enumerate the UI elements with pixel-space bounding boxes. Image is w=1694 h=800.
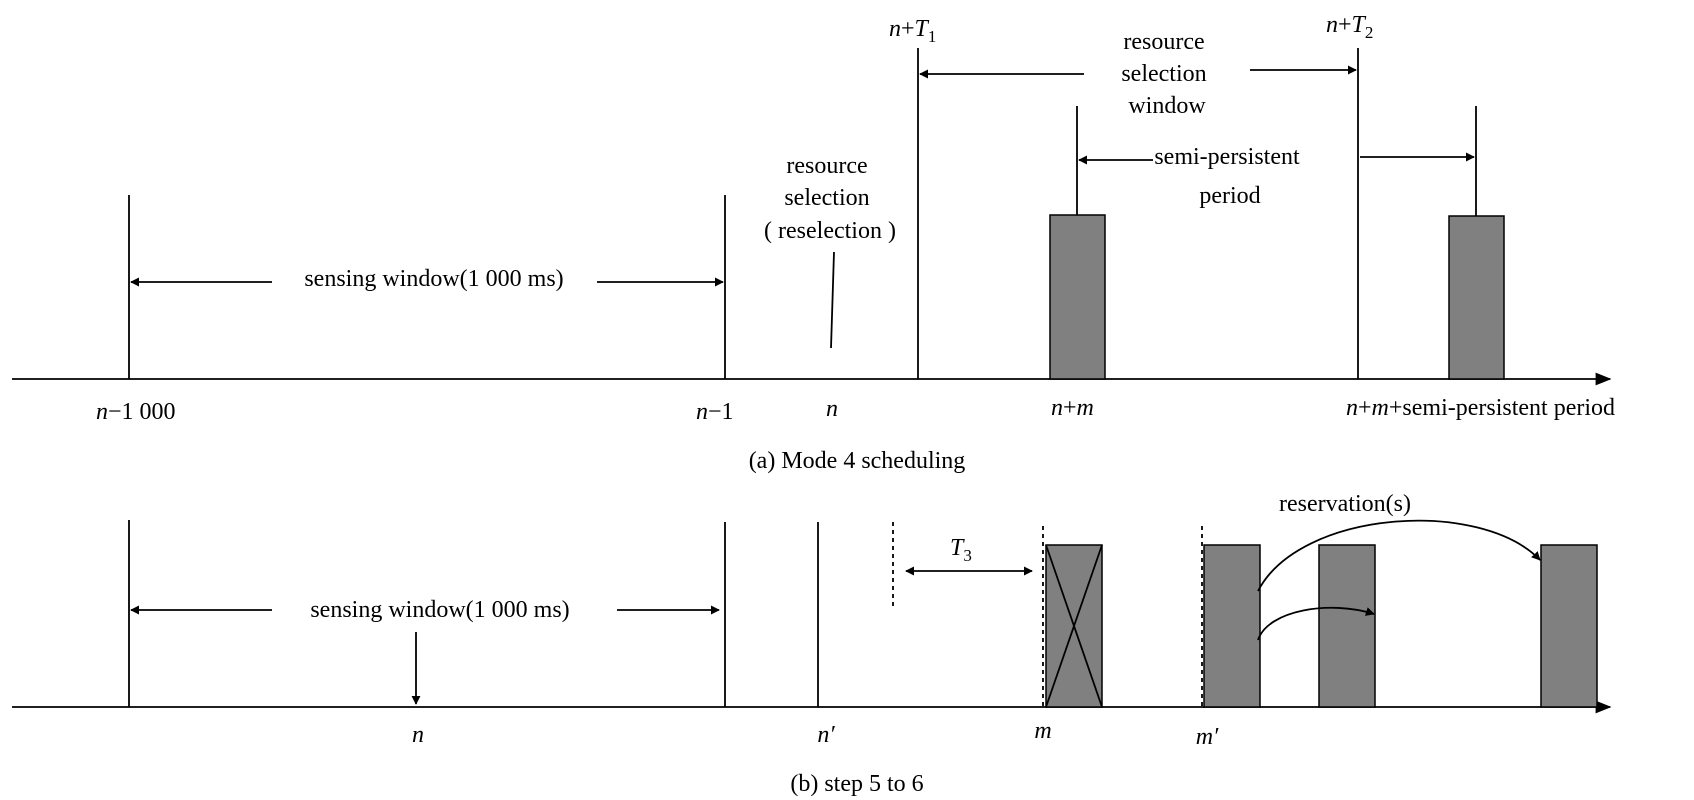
panel-b-tick-m-prime: m′: [1196, 724, 1219, 750]
panel-b-tick-m: m: [1034, 718, 1051, 744]
panel-b-excluded-x2: [1045, 544, 1103, 708]
nT2-var: n: [1326, 12, 1338, 38]
T3-sub: 3: [963, 546, 972, 565]
panel-b: sensing window(1 000 ms) T3 reservation(…: [12, 491, 1612, 797]
panel-a-tick-n-plus-m: n+m: [1051, 395, 1094, 421]
t2-var: n: [696, 399, 708, 425]
panel-b-reservation-arrow-long: [1257, 519, 1541, 592]
panel-b-tick-n-prime: n′: [817, 722, 835, 748]
nT1-var: n: [889, 16, 901, 42]
nT2-plus: +: [1338, 12, 1352, 38]
nT2-sub: 2: [1365, 23, 1374, 42]
t5-rest: +semi-persistent period: [1389, 395, 1615, 421]
panel-a-resource-block-2: [1448, 215, 1505, 380]
panel-b-reserved-block-2: [1540, 544, 1598, 708]
t2-rest: −1: [708, 399, 734, 425]
panel-a-resource-block-1: [1049, 214, 1106, 380]
panel-a-resource-selection-label: resource selection ( reselection ): [764, 153, 896, 244]
panel-a: sensing window(1 000 ms) resource select…: [12, 12, 1615, 474]
panel-a-tick-n: n: [826, 396, 838, 422]
nT1-T: T: [915, 16, 930, 42]
rsw-line-3: window: [1128, 93, 1206, 119]
panel-b-reserved-block-1: [1318, 544, 1376, 708]
panel-a-caption: (a) Mode 4 scheduling: [749, 448, 966, 474]
panel-b-caption: (b) step 5 to 6: [790, 771, 923, 797]
panel-b-block-m-prime: [1203, 544, 1261, 708]
t1-var: n: [96, 399, 108, 425]
rsw-line-1: resource: [1123, 29, 1204, 55]
panel-b-label-T3: T3: [950, 535, 972, 565]
t5-var2: m: [1372, 395, 1389, 421]
panel-a-tick-n-minus-1000: n−1 000: [96, 399, 176, 425]
rs-line-1: resource: [786, 153, 867, 179]
nT2-T: T: [1352, 12, 1367, 38]
nT1-plus: +: [901, 16, 915, 42]
t5-op1: +: [1358, 395, 1372, 421]
panel-b-tick-n: n: [412, 722, 424, 748]
panel-a-sensing-window-label: sensing window(1 000 ms): [304, 266, 563, 292]
t4-var1: n: [1051, 395, 1063, 421]
panel-b-reservation-arrow-short: [1257, 606, 1375, 641]
rs-line-3: ( reselection ): [764, 218, 896, 244]
t4-var2: m: [1077, 395, 1094, 421]
spp-line-1: semi-persistent: [1154, 144, 1300, 170]
t5-var1: n: [1346, 395, 1358, 421]
nT1-sub: 1: [928, 27, 937, 46]
rs-line-2: selection: [784, 185, 869, 211]
T3-T: T: [950, 535, 965, 561]
panel-a-label-n-plus-T1: n+T1: [889, 16, 936, 46]
panel-b-sensing-window-label: sensing window(1 000 ms): [310, 597, 569, 623]
spp-line-2: period: [1199, 183, 1260, 209]
panel-b-reservations-label: reservation(s): [1279, 491, 1411, 517]
panel-a-resource-selection-line: [830, 251, 835, 349]
t1-rest: −1 000: [108, 399, 176, 425]
t4-op: +: [1063, 395, 1077, 421]
panel-a-label-n-plus-T2: n+T2: [1326, 12, 1373, 42]
panel-a-tick-n-minus-1: n−1: [696, 399, 734, 425]
panel-a-resource-selection-window-label: resource selection window: [1121, 29, 1212, 119]
panel-a-semi-persistent-period-label: semi-persistent period: [1154, 144, 1305, 209]
panel-a-tick-n-plus-m-period: n+m+semi-persistent period: [1346, 395, 1615, 421]
rsw-line-2: selection: [1121, 61, 1206, 87]
